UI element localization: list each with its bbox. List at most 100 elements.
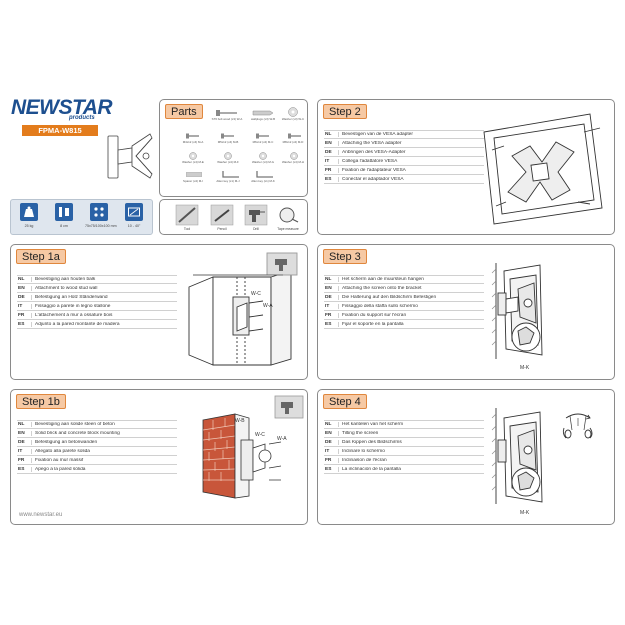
tool-icon xyxy=(175,204,199,226)
step-2-diagram xyxy=(483,113,603,225)
lang-text: Das Kippen des Bildschirms xyxy=(338,439,484,445)
pencil-icon xyxy=(210,204,234,226)
step-3-diagram: M-K xyxy=(491,263,543,371)
screw-icon xyxy=(216,110,237,116)
washer-icon xyxy=(288,107,298,117)
lang-code: DE xyxy=(325,149,332,155)
lang-code: FR xyxy=(325,457,332,463)
screw-icon xyxy=(186,133,199,139)
label-m-k: M-K xyxy=(520,510,530,516)
step-1b-diagram: W-B W-C W-A xyxy=(202,395,304,499)
lang-row: DE Befestigung an betonwanden xyxy=(17,438,177,447)
lang-row: FR Inclinaison de l'écran xyxy=(324,456,484,465)
lang-text: Het scherm aan de muursteun hangen xyxy=(338,277,484,282)
tool-label-drill: Drill xyxy=(253,227,259,231)
part-label-m-f: Washer (x4) M-F xyxy=(217,160,239,164)
screw-icon xyxy=(221,133,234,139)
lang-text: Fijar el soporte en la pantalla xyxy=(338,321,484,327)
lang-code: IT xyxy=(18,448,23,454)
step-1b-title: Step 1b xyxy=(16,394,66,409)
tool-label-tool: Tool xyxy=(183,227,191,231)
lang-code: ES xyxy=(325,466,332,472)
lang-text: Het kantelen van het scherm xyxy=(338,422,484,427)
step-3-panel: Step 3 NL Het scherm aan de muursteun han… xyxy=(317,244,615,380)
lang-code: NL xyxy=(325,277,332,282)
step-3-title: Step 3 xyxy=(323,249,367,264)
lang-code: EN xyxy=(18,430,25,436)
spec-weight: 25 kg xyxy=(15,203,43,228)
lang-code: NL xyxy=(18,277,25,282)
lang-text: Inclinaison de l'écran xyxy=(338,457,484,463)
brand-logo: NEWSTAR products xyxy=(11,96,151,126)
part-label-m-k: Allen key (x1) M-K xyxy=(251,179,275,183)
lang-code: DE xyxy=(325,294,332,300)
lang-text: Attachment to wood stud wall xyxy=(31,285,177,291)
lang-text: Die Halterung auf den Bildschirm Befesti… xyxy=(338,294,484,300)
screen-size-icon xyxy=(125,203,143,221)
tool-label-pencil: Pencil xyxy=(217,227,227,231)
lang-code: NL xyxy=(325,132,332,137)
lang-text: Allegato alla parete solida xyxy=(31,448,177,454)
washer-icon xyxy=(259,152,267,160)
part-label-m-a: M4x12 (x4) M-A xyxy=(182,140,204,144)
step-1a-diagram: W-C W-A xyxy=(188,252,298,366)
lang-text: Bevestiging aan houten balk xyxy=(31,277,177,282)
parts-panel: Parts ST6 bolt wood (x3) W-A wallplugs (… xyxy=(159,99,308,197)
washer-icon xyxy=(189,152,197,160)
part-label-w-a: ST6 bolt wood (x3) W-A xyxy=(211,117,243,121)
lang-text: Attaching the screen onto the bracket xyxy=(338,285,484,291)
lang-text: Adjunto a la pared montante de madera xyxy=(31,321,177,327)
brand-tagline: products xyxy=(69,115,95,121)
lang-text: Befestigung an betonwanden xyxy=(31,439,177,445)
lang-text: L'attachement à mur à ossature bois xyxy=(31,312,177,318)
part-label-m-i: Spacer (x4) M-I xyxy=(183,179,203,183)
label-w-a: W-A xyxy=(263,303,273,309)
parts-title: Parts xyxy=(165,104,203,119)
lang-code: ES xyxy=(18,466,25,472)
vesa-icon xyxy=(90,203,108,221)
part-label-w-b: wallplugs (x3) W-B xyxy=(250,117,276,121)
wrench-icon xyxy=(222,171,239,178)
wrench-icon xyxy=(256,171,273,178)
lang-row: EN Attaching the screen onto the bracket xyxy=(324,284,484,293)
lang-row: NL Bevestiging aan houten balk xyxy=(17,275,177,284)
lang-text: Collega l'adattatore VESA xyxy=(338,158,484,164)
lang-text: Anbringen des VESA-Adapter xyxy=(338,149,484,155)
lang-code: IT xyxy=(18,303,23,309)
spec-depth: 8 cm xyxy=(50,203,78,228)
lang-text: Fissaggio a parete in legno stallone xyxy=(31,303,177,309)
lang-code: FR xyxy=(325,167,332,173)
lang-code: DE xyxy=(18,439,25,445)
spec-screen-size: 10 - 40" xyxy=(120,203,148,228)
lang-text: Conectar el adaptador VESA xyxy=(338,176,484,182)
lang-text: Fixation de l'adaptateur VESA xyxy=(338,167,484,173)
tools-panel: Tool Pencil Drill Tape measure xyxy=(159,199,308,235)
lang-row: IT Allegato alla parete solida xyxy=(17,447,177,456)
part-label-m-e: Washer (x4) M-E xyxy=(182,160,204,164)
lang-text: Fissaggio della staffa sullo schermo xyxy=(338,303,484,309)
screw-icon xyxy=(288,133,301,139)
plug-icon xyxy=(252,110,274,116)
lang-code: NL xyxy=(325,422,332,427)
lang-row: IT Fissaggio a parete in legno stallone xyxy=(17,302,177,311)
brand-name: NEWSTAR xyxy=(11,96,113,119)
lang-code: EN xyxy=(325,285,332,291)
